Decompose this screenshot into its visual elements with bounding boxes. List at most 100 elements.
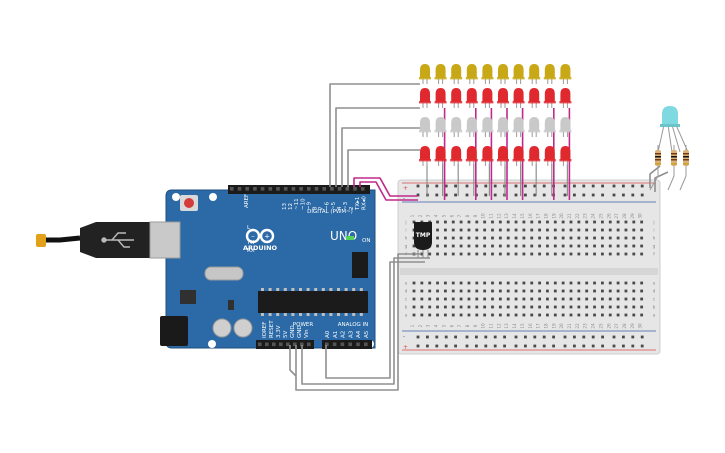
rail-hole[interactable] <box>533 193 537 197</box>
led[interactable] <box>481 146 494 166</box>
breadboard-hole[interactable] <box>561 297 565 301</box>
rail-hole[interactable] <box>591 184 595 188</box>
led[interactable] <box>528 88 541 108</box>
breadboard-hole[interactable] <box>577 228 581 232</box>
wire-gray[interactable] <box>289 345 297 377</box>
breadboard-hole[interactable] <box>475 228 479 232</box>
led[interactable] <box>559 64 572 84</box>
breadboard-hole[interactable] <box>632 297 636 301</box>
temperature-sensor[interactable]: TMP <box>414 222 432 258</box>
breadboard-hole[interactable] <box>522 289 526 293</box>
breadboard-hole[interactable] <box>514 281 518 285</box>
breadboard-hole[interactable] <box>561 252 565 256</box>
led[interactable] <box>481 88 494 108</box>
breadboard-hole[interactable] <box>522 281 526 285</box>
header-hole[interactable] <box>340 342 345 347</box>
breadboard-hole[interactable] <box>569 305 573 309</box>
header-hole[interactable] <box>332 342 337 347</box>
breadboard-hole[interactable] <box>420 297 424 301</box>
breadboard-hole[interactable] <box>632 313 636 317</box>
breadboard-hole[interactable] <box>491 281 494 285</box>
breadboard-hole[interactable] <box>640 305 644 309</box>
led[interactable] <box>434 64 447 84</box>
breadboard-hole[interactable] <box>506 313 510 317</box>
rail-hole[interactable] <box>426 344 429 348</box>
breadboard-hole[interactable] <box>616 252 620 256</box>
rail-hole[interactable] <box>454 184 457 188</box>
breadboard-hole[interactable] <box>451 281 455 285</box>
rail-hole[interactable] <box>622 184 625 188</box>
breadboard-hole[interactable] <box>467 313 471 317</box>
breadboard-hole[interactable] <box>498 244 502 248</box>
breadboard-hole[interactable] <box>569 228 573 232</box>
rail-hole[interactable] <box>563 344 567 348</box>
reset-button[interactable] <box>184 198 194 208</box>
header-hole[interactable] <box>265 342 269 347</box>
led[interactable] <box>559 88 572 108</box>
breadboard-hole[interactable] <box>491 236 494 240</box>
led[interactable] <box>497 64 509 84</box>
breadboard-hole[interactable] <box>601 305 604 309</box>
breadboard-hole[interactable] <box>475 244 479 248</box>
rail-hole[interactable] <box>444 184 448 188</box>
breadboard-hole[interactable] <box>491 305 494 309</box>
breadboard-hole[interactable] <box>412 244 416 248</box>
breadboard-hole[interactable] <box>624 244 628 248</box>
breadboard-hole[interactable] <box>475 252 479 256</box>
breadboard-hole[interactable] <box>467 305 471 309</box>
breadboard-hole[interactable] <box>640 228 644 232</box>
breadboard-hole[interactable] <box>624 289 628 293</box>
rail-hole[interactable] <box>622 344 625 348</box>
header-hole[interactable] <box>348 342 352 347</box>
breadboard-hole[interactable] <box>632 281 636 285</box>
breadboard-hole[interactable] <box>585 252 589 256</box>
breadboard-hole[interactable] <box>624 220 628 224</box>
header-hole[interactable] <box>360 187 365 191</box>
breadboard-hole[interactable] <box>498 228 502 232</box>
breadboard-hole[interactable] <box>530 313 534 317</box>
led[interactable] <box>497 88 509 108</box>
breadboard-hole[interactable] <box>538 297 541 301</box>
breadboard-hole[interactable] <box>491 228 494 232</box>
breadboard-hole[interactable] <box>632 244 636 248</box>
led[interactable] <box>419 64 431 84</box>
breadboard-hole[interactable] <box>608 313 612 317</box>
breadboard-hole[interactable] <box>483 313 487 317</box>
led[interactable] <box>450 117 463 137</box>
breadboard-hole[interactable] <box>608 289 612 293</box>
rail-hole[interactable] <box>601 193 604 197</box>
breadboard-hole[interactable] <box>546 228 549 232</box>
led[interactable] <box>419 88 431 108</box>
breadboard-hole[interactable] <box>553 305 557 309</box>
header-hole[interactable] <box>258 342 262 347</box>
breadboard-hole[interactable] <box>632 236 636 240</box>
breadboard-hole[interactable] <box>569 281 573 285</box>
rail-hole[interactable] <box>582 335 586 339</box>
breadboard-hole[interactable] <box>491 289 494 293</box>
breadboard-hole[interactable] <box>436 252 439 256</box>
led[interactable] <box>543 88 556 108</box>
breadboard-hole[interactable] <box>601 220 604 224</box>
breadboard-hole[interactable] <box>467 252 471 256</box>
rail-hole[interactable] <box>416 193 420 197</box>
wire-gray[interactable] <box>325 261 425 379</box>
header-hole[interactable] <box>330 187 334 191</box>
rail-hole[interactable] <box>435 335 439 339</box>
breadboard-hole[interactable] <box>561 305 565 309</box>
wire-gray[interactable] <box>654 171 669 192</box>
breadboard-hole[interactable] <box>522 297 526 301</box>
breadboard-hole[interactable] <box>498 305 502 309</box>
breadboard-hole[interactable] <box>428 289 432 293</box>
breadboard-hole[interactable] <box>569 220 573 224</box>
breadboard-hole[interactable] <box>569 313 573 317</box>
wire-gray[interactable] <box>329 83 420 187</box>
breadboard-hole[interactable] <box>608 220 612 224</box>
led[interactable] <box>419 146 431 166</box>
header-hole[interactable] <box>260 187 265 191</box>
breadboard-hole[interactable] <box>608 244 612 248</box>
breadboard-hole[interactable] <box>561 220 565 224</box>
breadboard-hole[interactable] <box>514 305 518 309</box>
led[interactable] <box>450 146 463 166</box>
rail-hole[interactable] <box>552 335 555 339</box>
breadboard-hole[interactable] <box>498 297 502 301</box>
